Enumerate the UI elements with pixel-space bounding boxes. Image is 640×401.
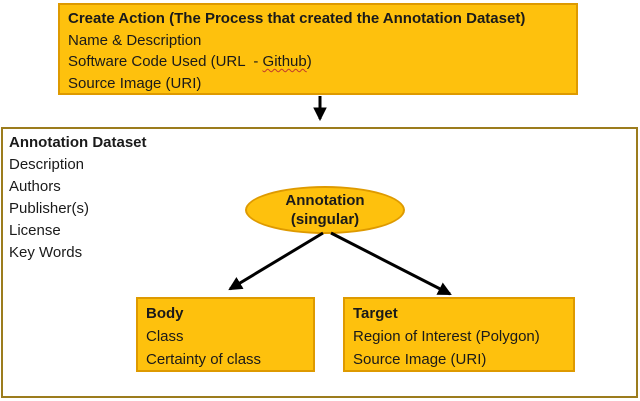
dataset-item-authors: Authors: [9, 178, 61, 195]
body-box-class-line: Class: [146, 328, 184, 345]
target-box-roi-line: Region of Interest (Polygon): [353, 328, 540, 345]
software-line-prefix: Software Code Used (URL -: [68, 53, 263, 70]
software-line-github-word: Github: [262, 53, 307, 70]
annotation-dataset-container: Annotation Dataset Description Authors P…: [1, 127, 638, 398]
create-action-box: Create Action (The Process that created …: [58, 3, 578, 95]
create-action-source-line: Source Image (URI): [68, 74, 202, 92]
create-action-software-line: Software Code Used (URL - Github): [68, 51, 568, 73]
annotation-ellipse-line2: (singular): [290, 211, 360, 228]
annotation-ellipse-line1: Annotation: [285, 192, 365, 209]
body-box-certainty-line: Certainty of class: [146, 351, 262, 368]
annotation-dataset-title: Annotation Dataset: [9, 134, 147, 151]
target-box: Target Region of Interest (Polygon) Sour…: [343, 297, 575, 372]
dataset-item-description: Description: [9, 156, 85, 173]
annotation-dataset-info: Annotation Dataset Description Authors P…: [9, 132, 147, 264]
body-box-title: Body: [146, 305, 184, 322]
target-box-source-line: Source Image (URI): [353, 351, 487, 368]
create-action-title: Create Action (The Process that created …: [68, 10, 526, 27]
dataset-item-publishers: Publisher(s): [9, 200, 90, 217]
target-box-title: Target: [353, 305, 398, 322]
dataset-item-license: License: [9, 222, 61, 239]
software-line-suffix: ): [306, 53, 312, 70]
annotation-singular-ellipse: Annotation (singular): [245, 186, 405, 234]
create-action-name-line: Name & Description: [68, 31, 202, 49]
dataset-item-keywords: Key Words: [9, 244, 83, 261]
body-box: Body Class Certainty of class: [136, 297, 315, 372]
